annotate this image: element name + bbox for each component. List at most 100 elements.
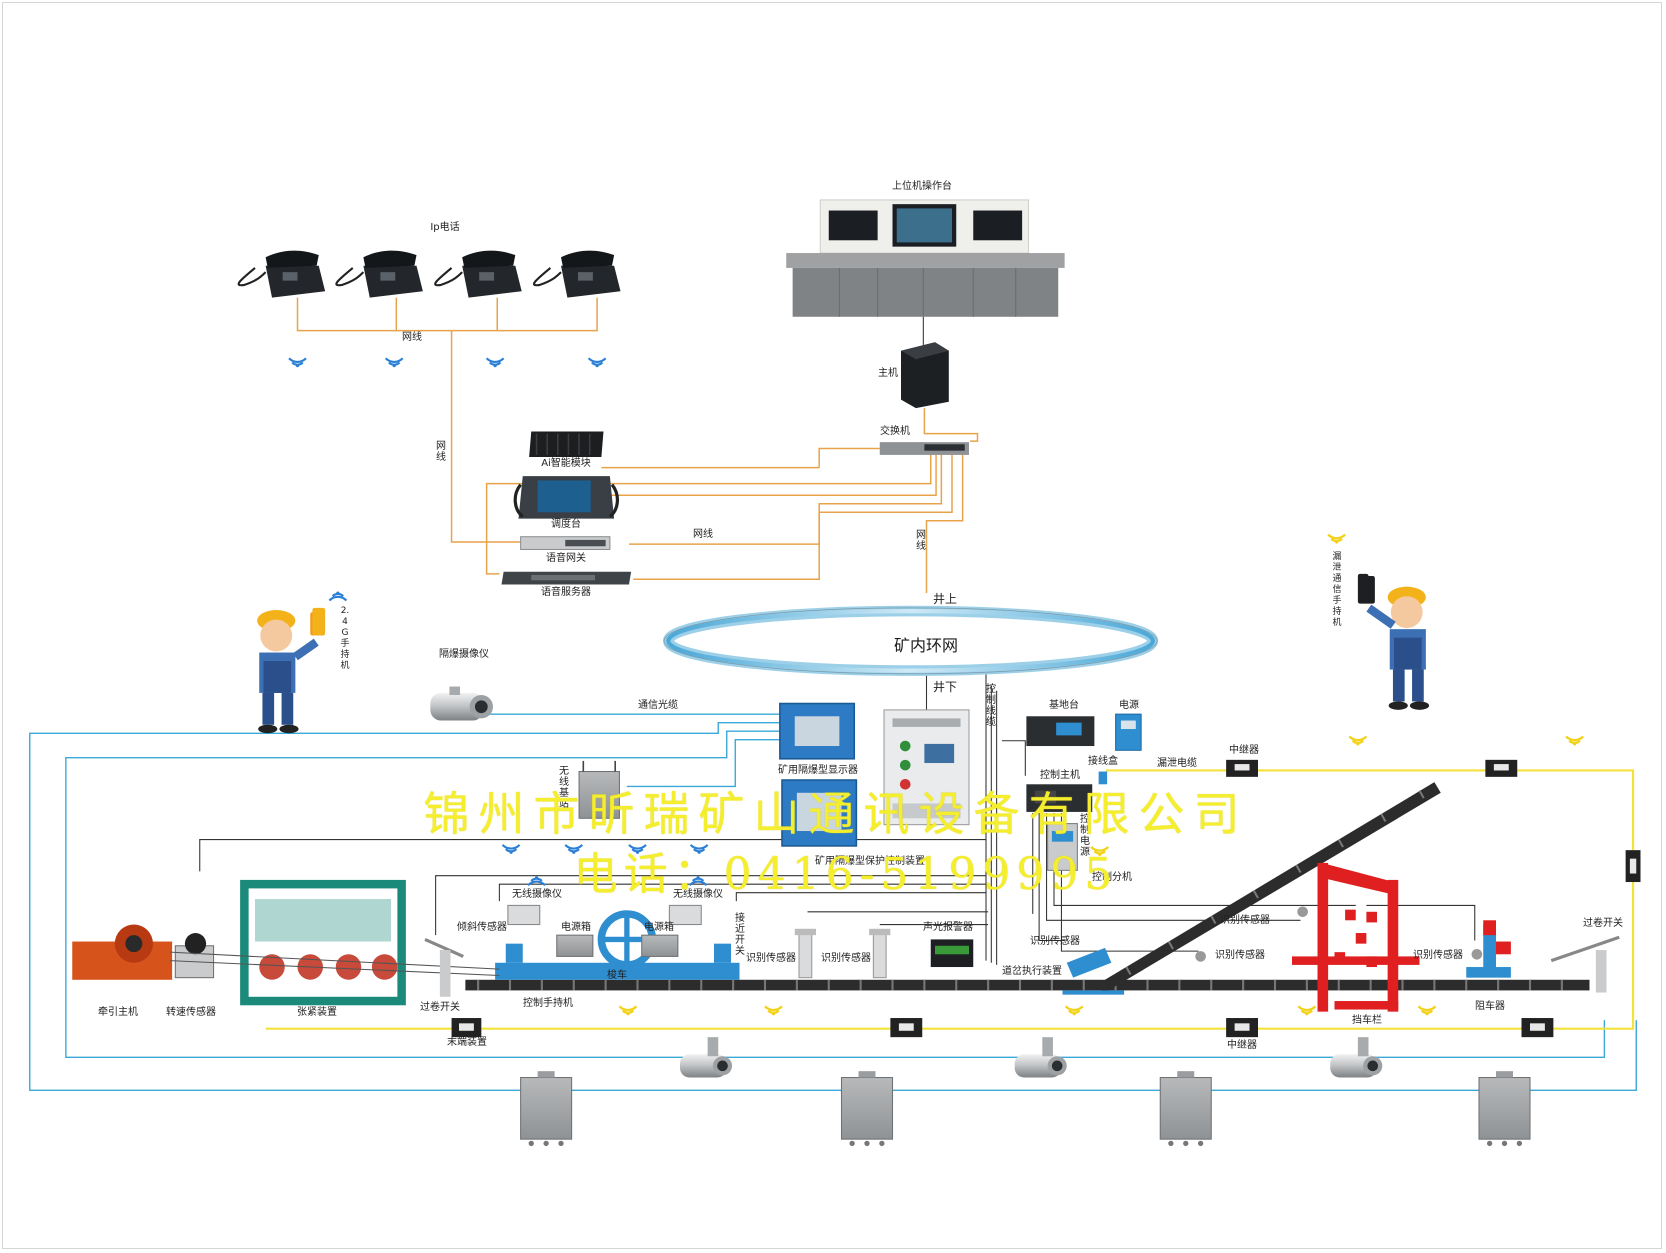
watermark-company: 锦州市昕瑞矿山通讯设备有限公司: [423, 787, 1249, 841]
label-camera-explosion: 隔爆摄像仪: [439, 649, 489, 660]
ip-phone-icon: [434, 250, 522, 298]
label-junction: 接线盒: [1088, 756, 1118, 767]
shuttle-car-image: [495, 904, 740, 980]
label-id-sensor-6: 识别传感器: [1413, 950, 1463, 961]
label-net-line-mid: 网线: [693, 529, 713, 540]
network-switch-image: [879, 442, 969, 455]
protection-control-device-image: [781, 779, 858, 847]
label-wireless-cam-1: 无线摄像仪: [512, 889, 562, 900]
wifi-icon: [688, 876, 708, 887]
ip-phone-icon: [237, 250, 326, 298]
label-handheld-24g: 2.4G手持机: [340, 606, 350, 671]
voice-server-image: [501, 571, 632, 585]
wifi-icon: [689, 844, 709, 854]
retarder-image: [1466, 920, 1511, 978]
control-host-image: [1026, 784, 1093, 812]
handheld-24g-icon: [312, 607, 326, 636]
wifi-icon-group: [288, 357, 709, 887]
junction-cabinet-image: [1478, 1071, 1531, 1147]
label-traction: 牵引主机: [98, 1007, 138, 1018]
wifi-icon: [288, 357, 307, 368]
wifi-icon: [384, 357, 404, 368]
label-repeater-top: 中继器: [1229, 745, 1259, 756]
label-base-station: 基地台: [1049, 700, 1079, 711]
explosion-proof-camera-image: [430, 686, 493, 721]
wifi-icon: [1327, 533, 1346, 544]
label-control-power: 控制电源: [1080, 814, 1090, 858]
repeater-image: [1226, 759, 1258, 777]
ring-network-label: 矿内环网: [893, 636, 959, 655]
label-id-sensor-3: 识别传感器: [1030, 936, 1080, 947]
wifi-icon: [1090, 846, 1110, 856]
label-repeater-bottom: 中继器: [1227, 1040, 1257, 1051]
label-protect-device: 矿用隔爆型保护控制装置: [815, 856, 925, 867]
label-voice-gateway: 语音网关: [546, 553, 586, 564]
junction-cabinet-image: [520, 1071, 573, 1147]
repeater-image: [1625, 850, 1641, 883]
label-power-box-1: 电源箱: [561, 922, 591, 933]
camera-image: [680, 1037, 733, 1078]
label-overwind-right: 过卷开关: [1583, 918, 1623, 929]
rail-track: [465, 782, 1590, 995]
label-tension: 张紧装置: [297, 1007, 337, 1018]
label-host: 主机: [878, 368, 898, 379]
label-ai-module: Ai智能模块: [541, 458, 591, 469]
wifi-icon: [485, 357, 505, 368]
repeater-image: [1226, 1018, 1258, 1038]
label-net-line-vertical: 网线: [436, 441, 446, 463]
label-control-host: 控制主机: [1040, 770, 1080, 781]
wifi-icon: [1297, 1005, 1317, 1016]
traction-host-image: [72, 924, 173, 980]
label-alarm: 声光报警器: [923, 922, 973, 933]
label-console: 上位机操作台: [892, 181, 952, 192]
junction-cabinet-image: [840, 1071, 894, 1147]
ip-phone-group: [237, 250, 621, 298]
label-speed-sensor: 转速传感器: [166, 1007, 216, 1018]
label-retarder: 阻车器: [1475, 1001, 1505, 1012]
leaky-handheld-icon: [1357, 573, 1369, 604]
network-cables: [296, 297, 979, 594]
label-id-sensor-2: 识别传感器: [821, 953, 871, 964]
power-unit-image: [1115, 713, 1142, 751]
operator-console-image: [786, 199, 1065, 317]
label-proximity-switch: 接近开关: [735, 913, 745, 957]
label-stop-gate: 挡车栏: [1352, 1015, 1382, 1026]
label-wireless-ap: 无线基站: [559, 766, 569, 810]
label-voice-server: 语音服务器: [541, 587, 591, 598]
label-id-sensor-4: 识别传感器: [1220, 915, 1270, 926]
wifi-icon: [1064, 1005, 1084, 1016]
control-cables: [199, 672, 1476, 965]
label-shuttle: 梭车: [607, 970, 627, 981]
label-leaky-cable: 漏泄电缆: [1157, 758, 1197, 769]
id-sensor-image: [1471, 948, 1483, 960]
wifi-icon: [1565, 735, 1584, 746]
label-end-device: 末端装置: [447, 1037, 487, 1048]
label-power: 电源: [1119, 700, 1139, 711]
label-wireless-cam-2: 无线摄像仪: [673, 889, 723, 900]
fiber-cables: [29, 713, 1637, 1091]
wifi-icon: [628, 844, 647, 854]
wifi-icon: [527, 876, 546, 887]
mine-display-image: [779, 702, 856, 760]
junction-box-image: [1098, 771, 1108, 785]
repeater-image: [1521, 1018, 1554, 1038]
label-switch: 交换机: [880, 426, 910, 437]
overwind-switch-image: [1550, 935, 1620, 993]
voice-gateway-image: [520, 536, 611, 550]
host-computer-image: [901, 342, 949, 409]
ring-network: [663, 605, 1159, 676]
worker-right-image: [1364, 576, 1430, 710]
sound-light-alarm-image: [930, 939, 974, 968]
label-track-actuator: 道岔执行装置: [1002, 966, 1062, 977]
control-extension-image: [1047, 823, 1078, 871]
end-device-image: [451, 1018, 482, 1038]
label-id-sensor-5: 识别传感器: [1215, 950, 1265, 961]
label-tilt-sensor: 倾斜传感器: [457, 922, 507, 933]
wifi-icon: [1417, 1005, 1437, 1016]
label-leaky-handheld: 漏泄通信手持机: [1332, 552, 1342, 628]
wireless-ap-image: [578, 760, 620, 819]
ip-phone-icon: [335, 250, 423, 298]
label-control-cable: 控制线缆: [986, 684, 996, 728]
